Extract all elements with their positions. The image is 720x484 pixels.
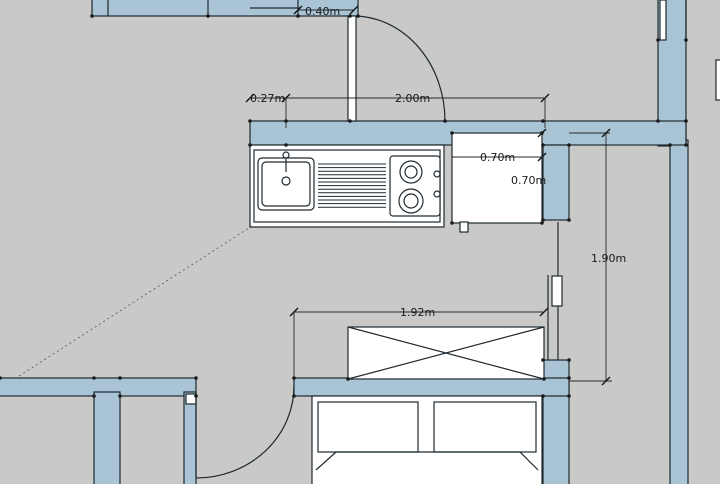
vertex-dot: [443, 119, 447, 123]
vertex-dot: [356, 14, 360, 18]
vertex-dot: [567, 143, 571, 147]
dim-counter-gap-label: 0.27m: [250, 92, 285, 105]
vertex-dot: [541, 358, 545, 362]
vertex-dot: [348, 14, 352, 18]
wall-bottom-left-post: [93, 391, 121, 484]
vertex-dot: [346, 377, 350, 381]
vertex-dot: [567, 218, 571, 222]
stove: [389, 155, 441, 217]
partition-lines: [107, 0, 720, 360]
vertex-dot: [248, 143, 252, 147]
vertex-dot: [540, 131, 544, 135]
door-swing-icon: [347, 15, 446, 122]
cabinet: [347, 326, 545, 380]
vertex-dot: [92, 394, 96, 398]
dimension-lines: [245, 5, 612, 386]
vertex-dot: [284, 119, 288, 123]
vertex-markers: [0, 14, 688, 398]
vertex-dot: [540, 221, 544, 225]
sink-icon: [257, 151, 315, 211]
dimension-labels: 0.40m 0.27m 2.00m 0.70m 0.70m 1.90m 1.92…: [250, 5, 626, 319]
wall-kitchen-right-upper: [542, 144, 570, 221]
wall-door-jamb: [183, 391, 197, 484]
vertex-dot: [567, 358, 571, 362]
vertex-dot: [194, 376, 198, 380]
vertex-dot: [90, 14, 94, 18]
vertex-dot: [542, 377, 546, 381]
vertex-dot: [684, 143, 688, 147]
vertex-dot: [206, 14, 210, 18]
vertex-dot: [292, 394, 296, 398]
bed-icon: [311, 395, 543, 484]
dim-fridge-width-label: 0.70m: [480, 151, 515, 164]
vertex-dot: [194, 394, 198, 398]
vertex-dot: [567, 394, 571, 398]
guide-line: [15, 225, 253, 379]
vertex-dot: [656, 38, 660, 42]
vertex-dot: [292, 376, 296, 380]
vertex-dot: [684, 119, 688, 123]
vertex-dot: [0, 376, 2, 380]
dim-counter-length-label: 2.00m: [395, 92, 430, 105]
wall-bottom-right: [293, 377, 570, 397]
vertex-dot: [118, 394, 122, 398]
drainer: [318, 163, 386, 208]
vertex-dot: [684, 38, 688, 42]
vertex-dot: [541, 218, 545, 222]
dim-top-opening-label: 0.40m: [305, 5, 340, 18]
vertex-dot: [541, 394, 545, 398]
vertex-dot: [450, 221, 454, 225]
vertex-dot: [541, 119, 545, 123]
vertex-dot: [567, 376, 571, 380]
door-swing-icon-bottom: [185, 385, 295, 479]
dim-right-wall-label: 1.90m: [591, 252, 626, 265]
vertex-dot: [118, 376, 122, 380]
vertex-dot: [248, 119, 252, 123]
vertex-dot: [92, 376, 96, 380]
kitchen-counter: [249, 144, 445, 228]
vertex-dot: [541, 143, 545, 147]
wall-far-right-vertical: [669, 139, 689, 484]
vertex-dot: [656, 119, 660, 123]
stove-burner-icon: [398, 160, 424, 214]
dim-cabinet-width-label: 1.92m: [400, 306, 435, 319]
vertex-dot: [450, 131, 454, 135]
dim-fridge-depth-label: 0.70m: [511, 174, 546, 187]
fridge: [451, 132, 543, 233]
vertex-dot: [668, 143, 672, 147]
vertex-dot: [296, 14, 300, 18]
vertex-dot: [348, 119, 352, 123]
vertex-dot: [284, 143, 288, 147]
